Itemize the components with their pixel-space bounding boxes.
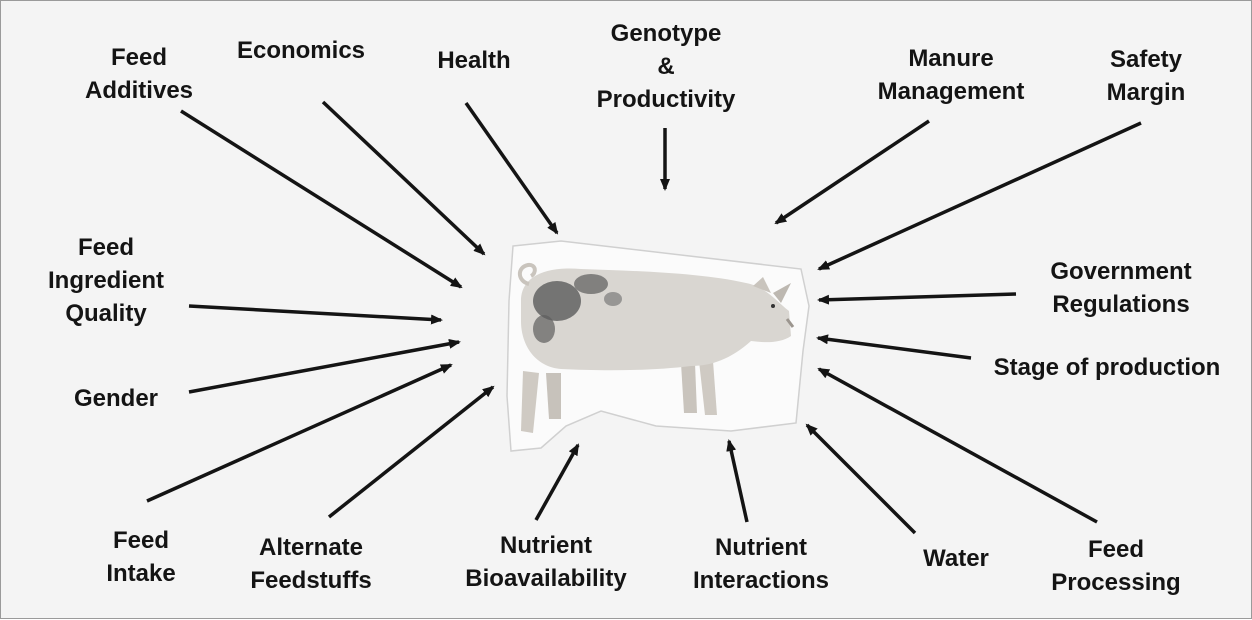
label-safety-margin: Safety Margin: [1076, 43, 1216, 109]
arrow-gender: [189, 342, 459, 392]
arrow-stage-of-production: [818, 338, 971, 358]
label-water: Water: [896, 542, 1016, 575]
label-genotype-productivity: Genotype & Productivity: [571, 17, 761, 116]
label-economics: Economics: [211, 34, 391, 67]
label-feed-processing: Feed Processing: [1031, 533, 1201, 599]
arrow-feed-processing: [819, 369, 1097, 522]
label-nutrient-bioavailability: Nutrient Bioavailability: [451, 529, 641, 595]
arrow-economics: [323, 102, 484, 254]
arrow-health: [466, 103, 557, 233]
label-gender: Gender: [46, 382, 186, 415]
label-alternate-feedstuffs: Alternate Feedstuffs: [226, 531, 396, 597]
arrow-feed-intake: [147, 365, 451, 501]
arrow-alternate-feedstuffs: [329, 387, 493, 517]
arrow-safety-margin: [819, 123, 1141, 269]
label-stage-of-production: Stage of production: [969, 351, 1245, 384]
label-nutrient-interactions: Nutrient Interactions: [666, 531, 856, 597]
label-health: Health: [414, 44, 534, 77]
arrow-nutrient-interactions: [729, 441, 747, 522]
arrow-manure-management: [776, 121, 929, 223]
arrow-government-regulations: [819, 294, 1016, 300]
arrow-feed-additives: [181, 111, 461, 287]
label-feed-ingredient-quality: Feed Ingredient Quality: [21, 231, 191, 330]
label-feed-intake: Feed Intake: [76, 524, 206, 590]
label-feed-additives: Feed Additives: [59, 41, 219, 107]
arrow-water: [807, 425, 915, 533]
label-government-regulations: Government Regulations: [1021, 255, 1221, 321]
arrow-nutrient-bioavailability: [536, 445, 578, 520]
label-manure-management: Manure Management: [851, 42, 1051, 108]
arrow-feed-ingredient-quality: [189, 306, 441, 320]
